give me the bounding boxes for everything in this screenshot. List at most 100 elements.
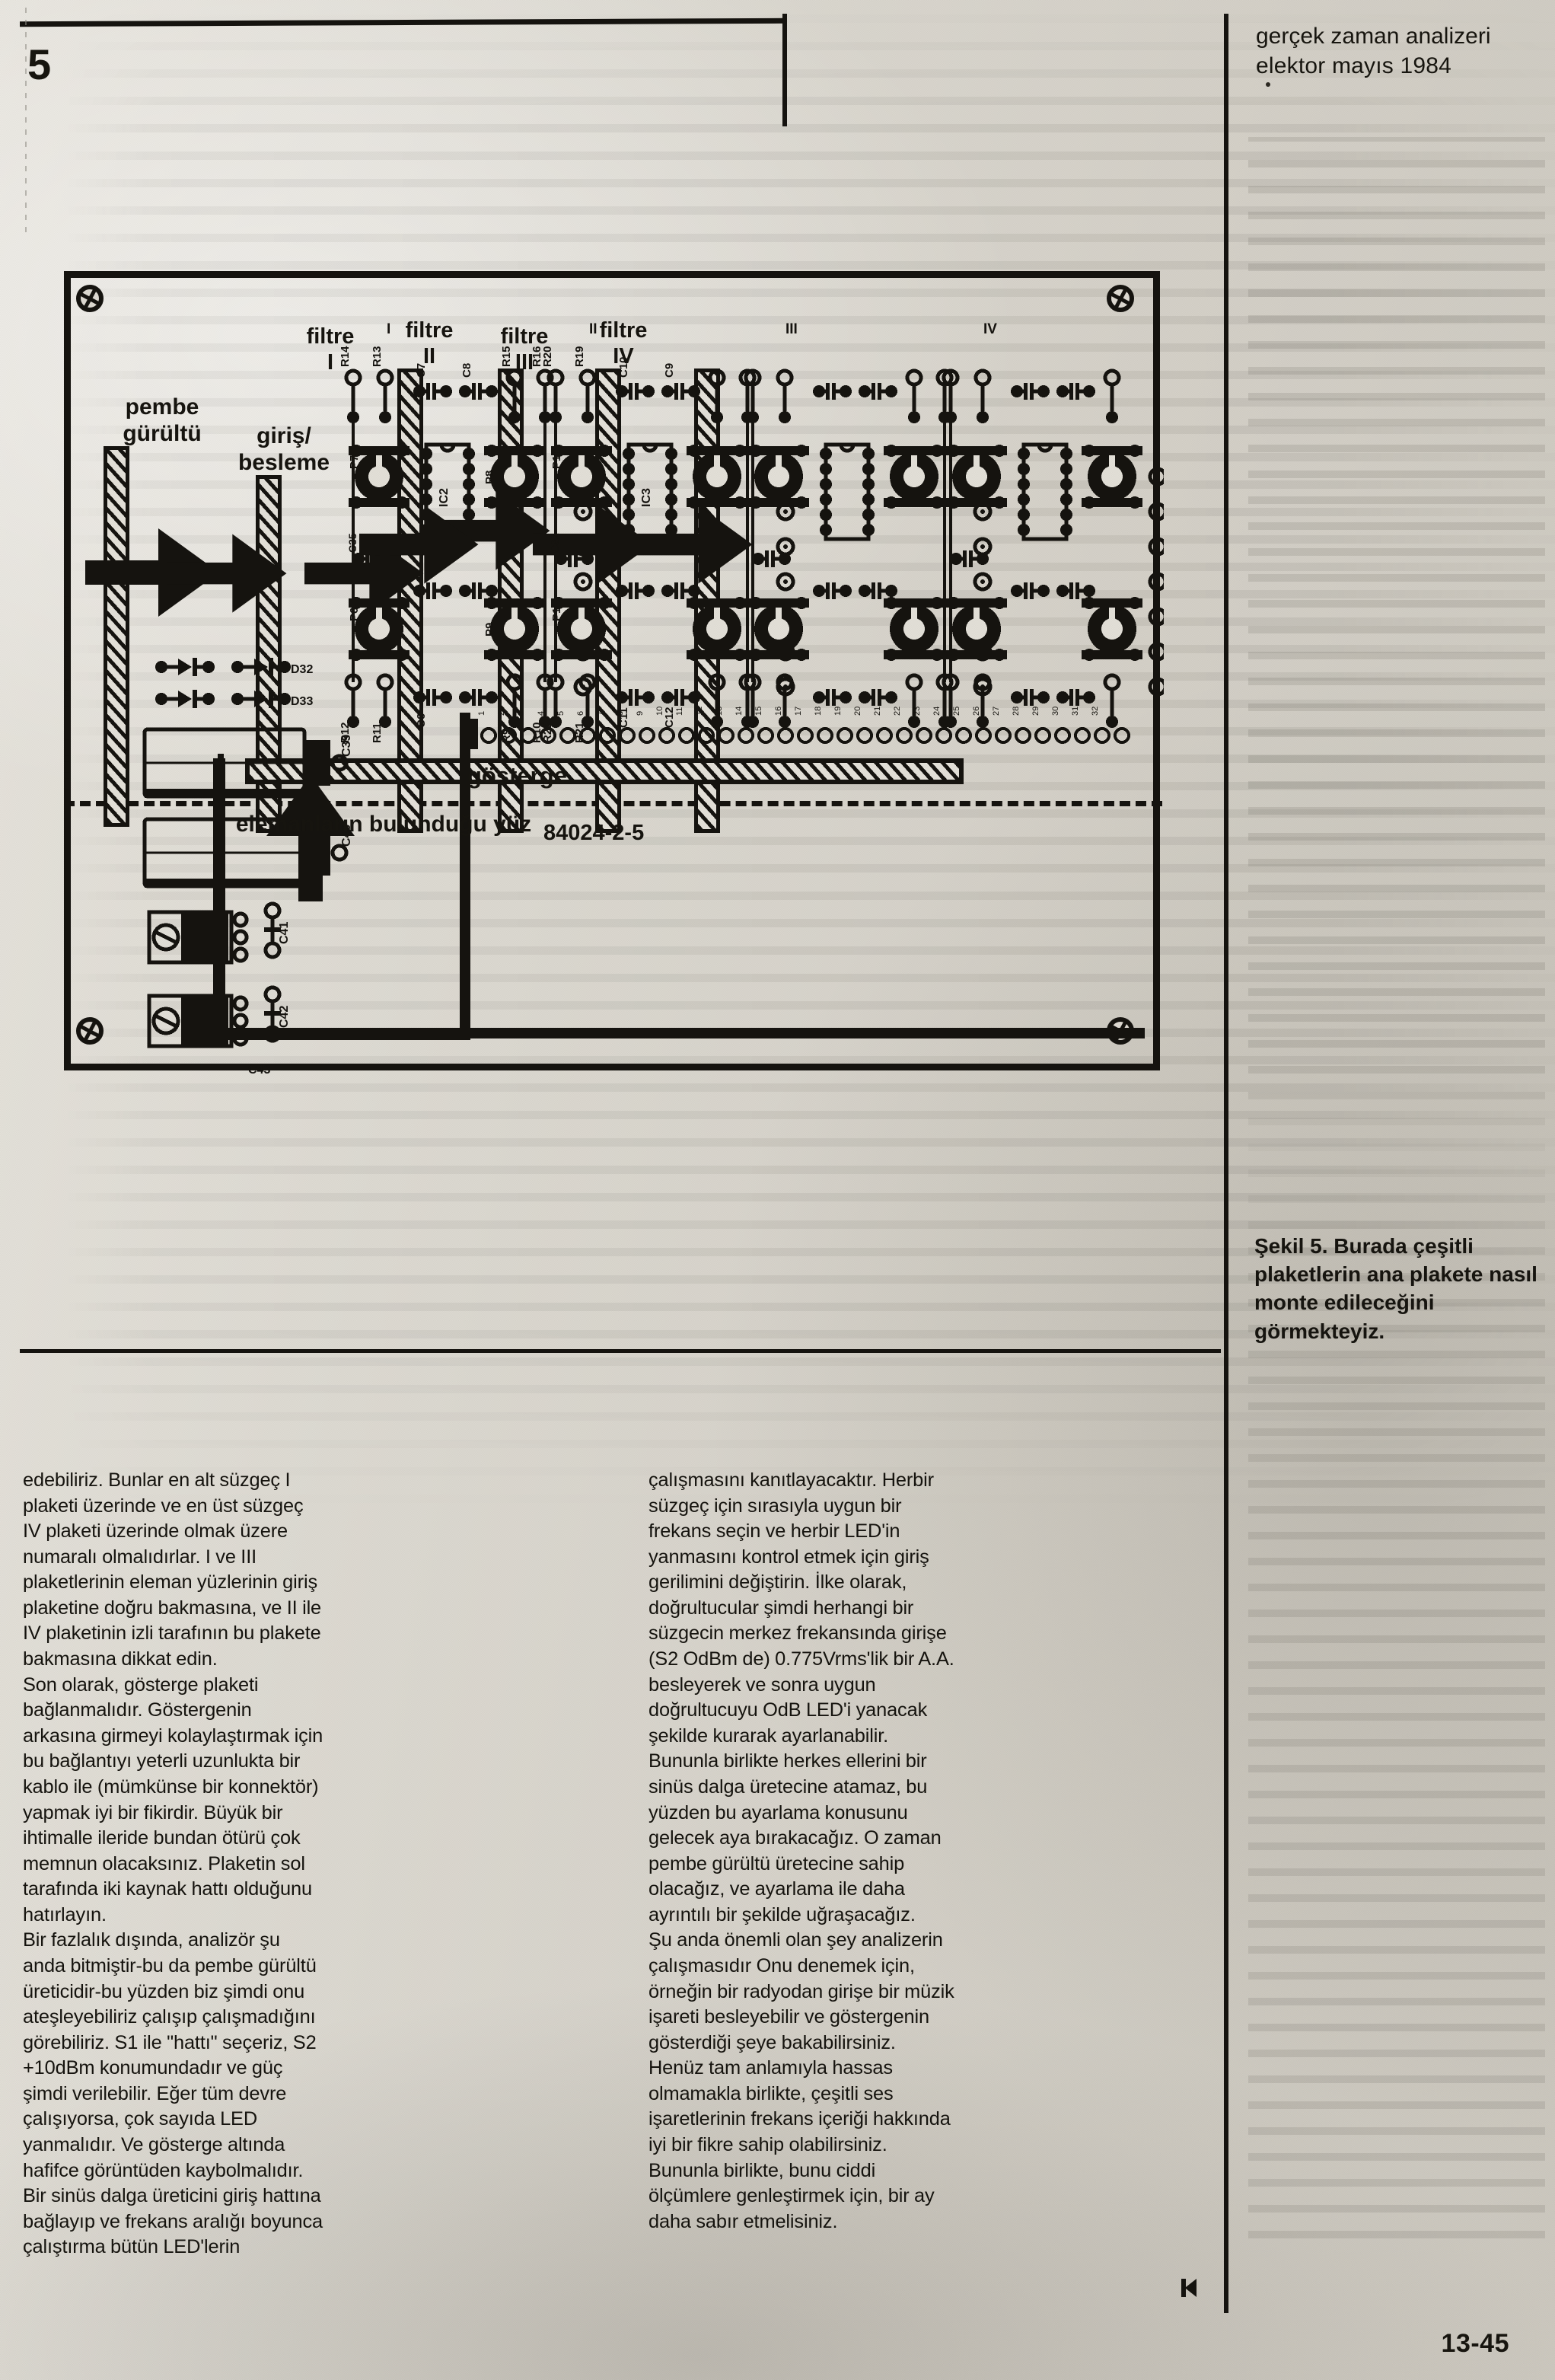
svg-text:18: 18 [814,707,823,716]
svg-text:6: 6 [576,711,585,716]
svg-text:C40: C40 [340,825,353,847]
label-filter-1: filtre I [277,324,384,375]
svg-text:16: 16 [774,707,783,716]
label-filter-2-name: filtre [405,318,454,343]
svg-text:22: 22 [893,707,902,716]
top-horizontal-rule [19,18,785,27]
figure-pcb-assembly-diagram: R14 R13 R15 R16 R12 R11 R9 R10 C7 C8 C6 … [41,225,1183,1208]
mounting-hole-bottom-left [76,1017,104,1045]
mid-horizontal-rule [20,1349,1221,1353]
label-display: gösterge [467,762,567,789]
svg-text:28: 28 [1012,707,1021,716]
svg-text:12: 12 [695,707,704,716]
svg-text:29: 29 [1031,707,1040,716]
svg-text:R20: R20 [541,346,554,367]
paragraph: edebiliriz. Bunlar en alt süzgeç I plake… [23,1469,322,1670]
svg-text:R12: R12 [339,722,352,743]
running-head: gerçek zaman analizeri elektor mayıs 198… [1256,21,1545,81]
svg-text:4: 4 [537,711,546,716]
label-filter-1-name: filtre [306,324,355,349]
label-filter-4: filtre IV [570,318,677,369]
svg-text:1: 1 [477,711,486,716]
svg-text:11: 11 [675,707,684,716]
body-column-right: çalışmasını kanıtlayacaktır. Herbir süzg… [648,1468,954,2235]
svg-text:D33: D33 [291,695,313,708]
insertion-arrow-filter-2 [431,491,550,570]
svg-text:D32: D32 [291,663,313,676]
svg-text:17: 17 [794,707,803,716]
svg-text:C35: C35 [346,533,358,553]
running-head-line-1: gerçek zaman analizeri [1256,24,1491,49]
label-filter-1-numeral: I [327,349,334,375]
label-input-supply-line2: besleme [237,449,330,475]
mounting-hole-top-left [76,285,104,312]
svg-text:C6: C6 [415,713,428,728]
svg-text:19: 19 [833,707,843,716]
svg-text:25: 25 [952,707,961,716]
paragraph: çalışmasını kanıtlayacaktır. Herbir süzg… [648,1469,954,1925]
label-pink-noise-line1: pembe [125,394,199,420]
svg-text:20: 20 [853,707,862,716]
label-filter-4-numeral: IV [613,343,634,368]
component-side-dashed-boundary-left [64,580,69,806]
svg-text:C39: C39 [340,735,353,757]
plugin-card-display [245,758,964,784]
svg-text:R15: R15 [500,346,513,367]
svg-text:II: II [589,321,597,337]
svg-text:R16: R16 [531,346,543,367]
svg-text:IC3: IC3 [640,488,653,507]
body-column-left: edebiliriz. Bunlar en alt süzgeç I plake… [23,1468,324,2260]
svg-text:7: 7 [596,711,605,716]
svg-text:C10: C10 [617,356,630,378]
label-input-supply: giriş/ besleme [212,423,356,477]
insertion-arrow-filter-3 [533,505,652,584]
header-speck [1266,82,1270,87]
svg-text:C8: C8 [460,363,473,378]
svg-text:13: 13 [715,707,724,716]
svg-text:C7: C7 [415,363,428,378]
label-filter-3: filtre III [471,324,578,375]
pcb-silkscreen-artwork: R14 R13 R15 R16 R12 R11 R9 R10 C7 C8 C6 … [142,321,1164,1074]
svg-text:26: 26 [972,707,981,716]
svg-text:P10: P10 [550,448,563,469]
svg-text:C32: C32 [549,533,561,553]
page-number: 13-45 [1441,2329,1509,2358]
svg-text:C42: C42 [278,1006,291,1028]
drawing-number: 84024-2-5 [543,821,645,845]
svg-text:I: I [387,321,390,337]
svg-text:9: 9 [636,711,645,716]
svg-text:C12: C12 [663,707,676,728]
figure-caption: Şekil 5. Burada çeşitli plaketlerin ana … [1254,1234,1537,1343]
svg-text:IV: IV [983,321,997,337]
label-filter-2-numeral: II [422,343,436,368]
left-margin-perforation [25,8,27,236]
svg-text:24: 24 [932,707,942,716]
svg-text:31: 31 [1071,707,1080,716]
insertion-arrow-filter-4 [633,505,753,584]
mounting-hole-top-right [1107,285,1134,312]
svg-text:P8: P8 [483,471,496,484]
end-of-article-icon [1181,2279,1197,2297]
insertion-arrow-input-supply [167,534,287,613]
svg-text:27: 27 [992,707,1001,716]
paragraph: Bir fazlalık dışında, analizör şu anda b… [23,1929,323,2258]
svg-text:10: 10 [655,707,664,716]
figure-number: 5 [27,40,51,88]
insertion-arrow-filter-2b [359,505,479,584]
svg-text:23: 23 [913,707,922,716]
svg-text:R19: R19 [573,346,586,367]
svg-text:IC2: IC2 [438,488,451,507]
svg-text:8: 8 [616,711,625,716]
svg-text:P7: P7 [348,455,361,469]
svg-text:C43: C43 [248,1064,270,1074]
svg-text:R11: R11 [371,723,384,743]
svg-text:C11: C11 [617,707,630,728]
svg-text:III: III [785,321,798,337]
svg-text:P9: P9 [483,623,496,636]
running-head-line-2: elektor mayıs 1984 [1256,53,1452,78]
plugin-card-pink-noise [104,446,129,827]
header-vertical-rule [782,14,787,126]
svg-text:32: 32 [1091,707,1100,716]
paragraph: Şu anda önemli olan şey analizerin çalış… [648,1929,954,2232]
svg-text:21: 21 [873,707,882,716]
